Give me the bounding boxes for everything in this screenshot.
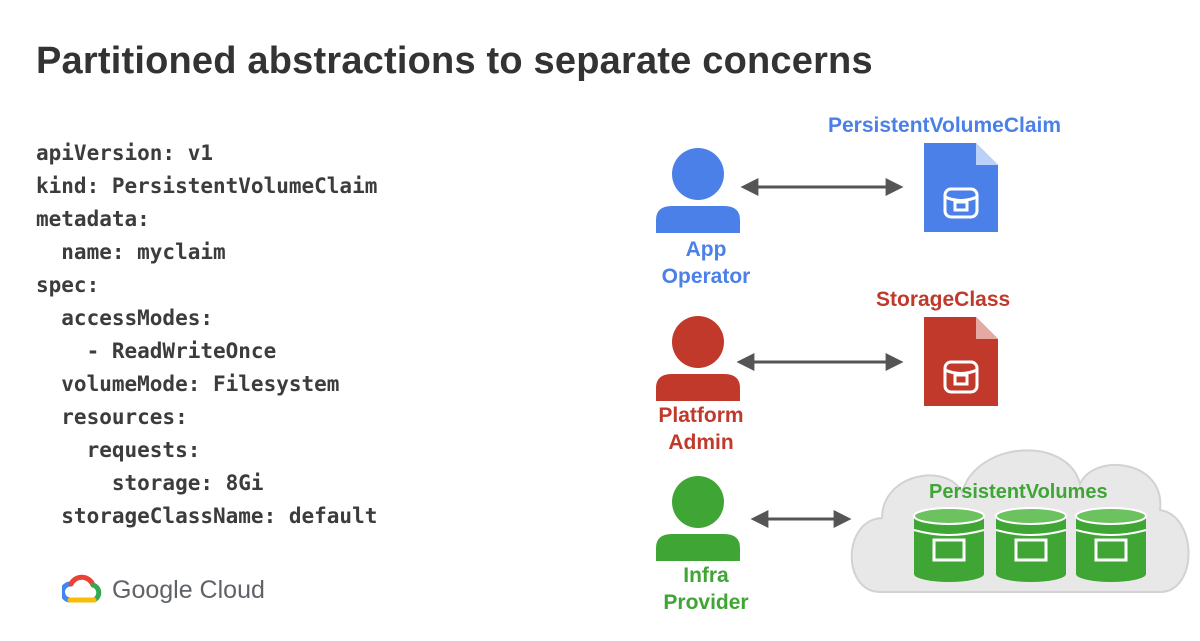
brand-name: Google Cloud: [112, 575, 265, 604]
app-operator-person-icon: [656, 148, 740, 233]
code-line: resources:: [36, 405, 188, 429]
google-cloud-logo: Google Cloud: [62, 573, 265, 607]
yaml-code-block: apiVersion: v1 kind: PersistentVolumeClai…: [36, 137, 377, 533]
slide-title: Partitioned abstractions to separate con…: [36, 40, 873, 82]
cloud-logo-icon: [62, 574, 102, 603]
code-line: storage: 8Gi: [36, 471, 264, 495]
code-line: requests:: [36, 438, 201, 462]
persistent-volume-claim-document-icon: [924, 143, 998, 232]
code-line: apiVersion: v1: [36, 141, 214, 165]
role-label-line: Infra: [683, 564, 729, 587]
role-label-line: Admin: [668, 431, 734, 454]
role-label-line: Provider: [663, 591, 749, 614]
role-label-line: Platform: [658, 404, 744, 427]
code-line: metadata:: [36, 207, 150, 231]
platform-admin-person-icon: [656, 316, 740, 401]
persistent-volume-disk-icon: [995, 507, 1067, 582]
code-line: spec:: [36, 273, 100, 297]
role-label-line: Operator: [661, 265, 751, 288]
resource-label-persistent-volumes: PersistentVolumes: [929, 481, 1108, 503]
role-label-platform-admin: Platform Admin: [643, 402, 759, 456]
code-line: kind: PersistentVolumeClaim: [36, 174, 378, 198]
code-line: - ReadWriteOnce: [36, 339, 277, 363]
code-line: accessModes:: [36, 306, 214, 330]
persistent-volume-disk-icon: [1075, 507, 1147, 582]
resource-label-pvc: PersistentVolumeClaim: [828, 114, 1062, 137]
code-line: name: myclaim: [36, 240, 226, 264]
resource-label-storageclass: StorageClass: [876, 288, 1011, 311]
infra-provider-person-icon: [656, 476, 740, 561]
persistent-volume-disk-icon: [913, 507, 985, 582]
role-label-infra-provider: Infra Provider: [648, 562, 764, 616]
role-label-line: App: [685, 238, 727, 261]
storage-class-document-icon: [924, 317, 998, 406]
code-line: volumeMode: Filesystem: [36, 372, 340, 396]
code-line: storageClassName: default: [36, 504, 378, 528]
role-label-app-operator: App Operator: [648, 236, 764, 290]
